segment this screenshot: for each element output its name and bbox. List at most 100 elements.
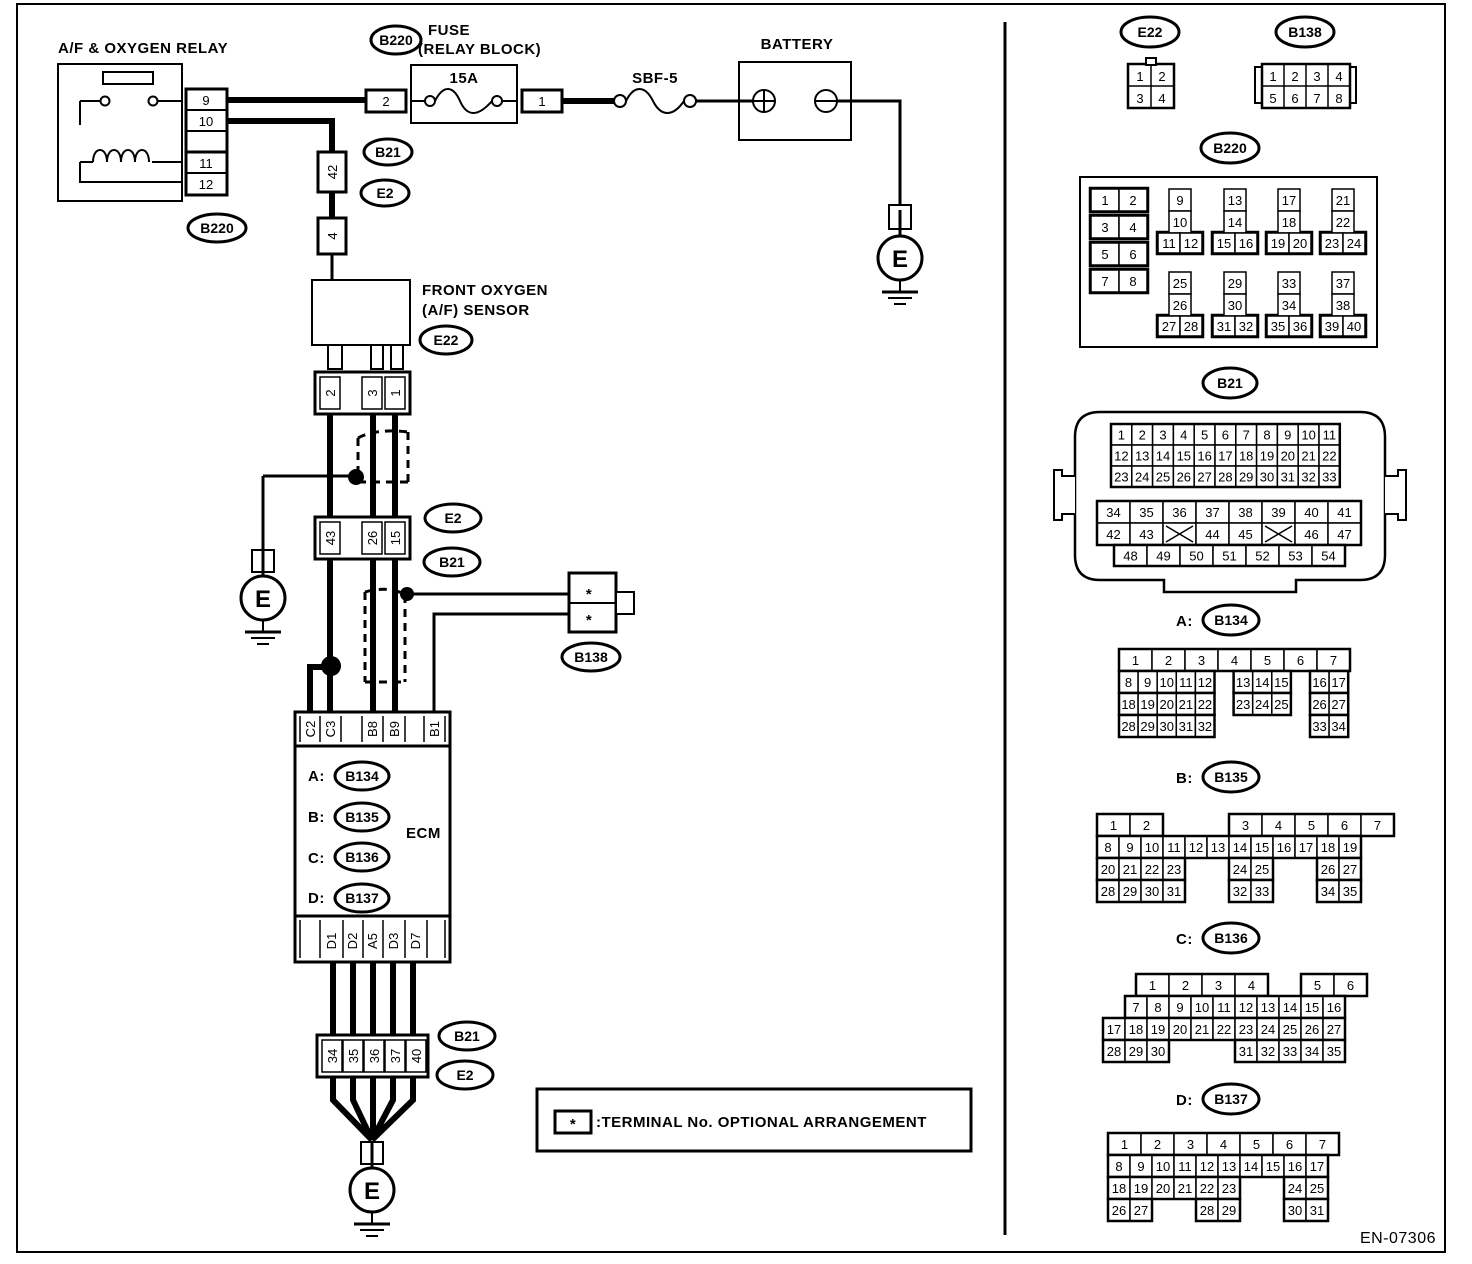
pin-label: 33 [1312, 719, 1326, 734]
pin-label: 17 [1310, 1159, 1324, 1174]
pin-label: 20 [1101, 862, 1115, 877]
pin-cell: 19 [1338, 835, 1362, 859]
pin-cell: 7 [1235, 423, 1258, 446]
ecm-pin: B8 [365, 721, 380, 737]
pin-cell: 31 [1212, 315, 1236, 337]
pin-label: 7 [1243, 428, 1250, 443]
pin-cell: 15 [1212, 232, 1236, 254]
pin-label: 32 [1198, 719, 1212, 734]
pin-label: 26 [1305, 1022, 1319, 1037]
pin-cell: 40 [1342, 315, 1366, 337]
pin-cell: 38 [1228, 500, 1263, 524]
pin-label: 54 [1321, 549, 1335, 564]
pin-label: 28 [1184, 319, 1198, 334]
pin-label: 21 [1195, 1022, 1209, 1037]
pin-label: 22 [1200, 1181, 1214, 1196]
pin-cell: 49 [1146, 544, 1181, 567]
pin-label: 17 [1107, 1022, 1121, 1037]
shield-splice [348, 469, 364, 485]
pin-cell: 30 [1146, 1039, 1170, 1063]
pin-cell: 26 [1316, 857, 1340, 881]
pin-label: 34 [1331, 719, 1345, 734]
row-outline [1308, 713, 1350, 739]
row-outline [1112, 543, 1347, 568]
pin-label: 3 [1159, 428, 1166, 443]
connector-tag-b21-mid: B21 [422, 546, 482, 578]
legend-text: :TERMINAL No. OPTIONAL ARRANGEMENT [596, 1114, 927, 1131]
pin-cell: 40 [1294, 500, 1329, 524]
row-outline [1101, 1016, 1347, 1042]
pin-label: 13 [1222, 1159, 1236, 1174]
pin-label: 28 [1107, 1044, 1121, 1059]
pin-cell: 16 [1283, 1154, 1307, 1178]
pin-cell: 10 [1140, 835, 1164, 859]
pin-cell: 34 [1277, 293, 1301, 317]
pin-cell: 9 [1129, 1154, 1153, 1178]
pin-cell: 17 [1328, 670, 1349, 694]
pin-label: 1 [1149, 978, 1156, 993]
ecm-wiring [307, 559, 570, 712]
svg-text:1: 1 [538, 94, 545, 109]
pin-cell: 22 [1194, 692, 1216, 716]
pin-label: 32 [1301, 470, 1315, 485]
pin-cell: 21 [1173, 1176, 1197, 1200]
b137-prefix: D: [1176, 1092, 1193, 1109]
svg-text:4: 4 [1335, 69, 1342, 84]
connector-pinouts: E22 1 2 3 4 B138 1 2 3 4 [1053, 15, 1436, 1247]
pin-cell: 33 [1278, 1039, 1302, 1063]
pin-cell: 1 [1107, 1132, 1142, 1156]
pin-label: 38 [1336, 298, 1350, 313]
sensor-wiring [261, 414, 410, 549]
pin-label: 10 [1173, 215, 1187, 230]
pin-label: 2 [1182, 978, 1189, 993]
svg-text:15: 15 [388, 531, 403, 545]
pin-label: 21 [1301, 449, 1315, 464]
pin-label: 31 [1281, 470, 1295, 485]
pin-cell: 48 [1113, 544, 1148, 567]
pin-label: 37 [1205, 505, 1219, 520]
fuse-rating: 15A [449, 70, 478, 87]
pin-label: 29 [1222, 1203, 1236, 1218]
pin-label: 10 [1160, 675, 1174, 690]
pin-label: 15 [1255, 840, 1269, 855]
pin-cell: 26 [1107, 1198, 1131, 1222]
pin-cell: 6 [1214, 423, 1237, 446]
pin-label: 36 [1172, 505, 1186, 520]
page-border [16, 3, 1446, 1253]
pin-cell: 36 [1162, 500, 1197, 524]
pin-label: 10 [1195, 1000, 1209, 1015]
pin-label: 8 [1115, 1159, 1122, 1174]
svg-text:2: 2 [323, 389, 338, 396]
pin-cell: 15 [1300, 995, 1324, 1019]
pin-label: 34 [1106, 505, 1120, 520]
pin-cell: 3 [1151, 423, 1175, 446]
pin-label: 30 [1260, 470, 1274, 485]
pin-label: 25 [1274, 697, 1288, 712]
pin-label: 18 [1129, 1022, 1143, 1037]
pin-label: 27 [1331, 697, 1345, 712]
pin-label: 17 [1218, 449, 1232, 464]
pin-label: 28 [1200, 1203, 1214, 1218]
pin-cell: 18 [1107, 1176, 1131, 1200]
legend-box: * :TERMINAL No. OPTIONAL ARRANGEMENT [535, 1087, 973, 1153]
pin-cell: 41 [1327, 500, 1362, 524]
pin-cell: 26 [1168, 293, 1192, 317]
connector-e2-mid: 43 26 15 [313, 515, 412, 561]
connector-e22-sensor: 2 3 1 [313, 370, 412, 416]
pin-cell: 24 [1251, 692, 1273, 716]
pin-label: 35 [1343, 884, 1357, 899]
pin-cell: 34 [1316, 879, 1340, 903]
ecm-pin: B1 [427, 721, 442, 737]
svg-text:1: 1 [388, 389, 403, 396]
pin-label: 25 [1156, 470, 1170, 485]
svg-text:B136: B136 [345, 849, 379, 865]
pin-cell: 17 [1214, 444, 1237, 467]
pin-cell: 18 [1124, 1017, 1148, 1041]
pin-cell: 33 [1318, 465, 1341, 488]
pin-label: 41 [1337, 505, 1351, 520]
pin-cell: 7 [1305, 1132, 1340, 1156]
svg-text:C:: C: [308, 850, 325, 867]
pin-cell: 12 [1194, 670, 1216, 694]
